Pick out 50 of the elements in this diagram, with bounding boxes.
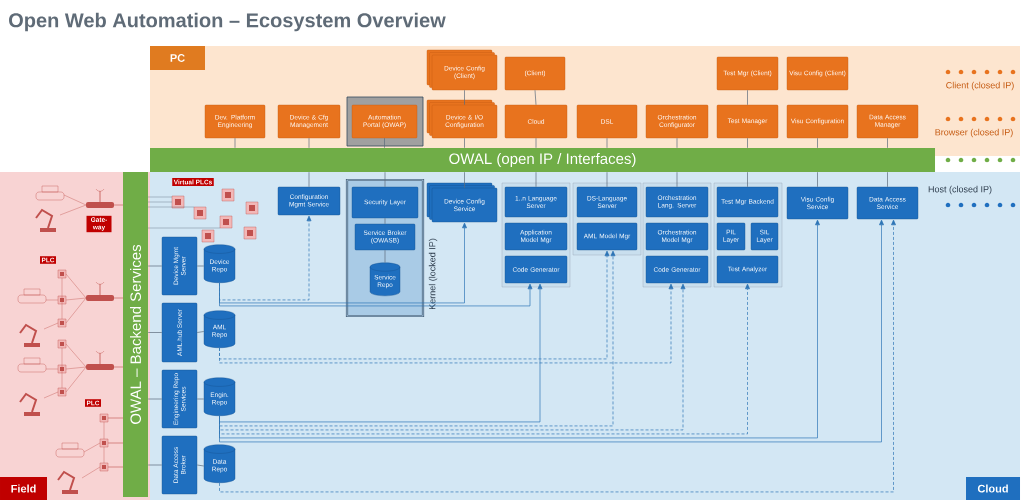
connector bbox=[747, 137, 748, 149]
connector bbox=[219, 222, 467, 304]
connector bbox=[384, 217, 386, 225]
connector bbox=[817, 171, 818, 188]
connector bbox=[676, 137, 678, 149]
connector bbox=[196, 265, 205, 267]
connector bbox=[384, 137, 385, 149]
connector bbox=[676, 171, 678, 188]
connector bbox=[196, 464, 205, 467]
row-label: Browser (closed IP) bbox=[935, 128, 1013, 138]
connector bbox=[147, 398, 163, 400]
connector bbox=[464, 171, 465, 189]
connector bbox=[606, 171, 608, 188]
zone-label: Cloud bbox=[966, 477, 1020, 500]
connector bbox=[817, 137, 818, 149]
connector bbox=[384, 249, 386, 263]
title: Open Web Automation – Ecosystem Overview bbox=[9, 12, 446, 32]
connector bbox=[606, 137, 608, 149]
connector bbox=[219, 250, 610, 360]
connector bbox=[308, 171, 310, 188]
row-label: Host (closed IP) bbox=[928, 185, 992, 195]
connector bbox=[219, 215, 312, 301]
connector bbox=[308, 137, 310, 149]
connector bbox=[887, 137, 888, 149]
connector bbox=[384, 171, 386, 188]
interface-bar: OWAL – Backend Services bbox=[123, 172, 148, 497]
zone-label: Field bbox=[0, 477, 47, 500]
connector bbox=[219, 250, 616, 427]
kernel-label: Kernel (locked IP) bbox=[428, 238, 438, 310]
zone-label: PC bbox=[150, 46, 205, 70]
connector bbox=[535, 171, 537, 188]
connector bbox=[747, 89, 748, 106]
connector bbox=[219, 282, 533, 307]
connector bbox=[464, 137, 465, 149]
connector bbox=[147, 464, 163, 466]
connector bbox=[219, 283, 674, 364]
connector bbox=[196, 331, 205, 333]
connector bbox=[147, 332, 163, 333]
connector bbox=[147, 265, 163, 267]
connector bbox=[196, 398, 205, 400]
connector bbox=[234, 137, 236, 149]
interface-bar: OWAL (open IP / Interfaces) bbox=[150, 148, 935, 172]
connector bbox=[747, 171, 748, 188]
row-label: Client (closed IP) bbox=[946, 81, 1014, 91]
connector bbox=[534, 89, 537, 106]
connector bbox=[219, 219, 896, 493]
connector bbox=[887, 171, 888, 188]
connector bbox=[219, 283, 543, 423]
connector bbox=[535, 137, 537, 149]
connector bbox=[464, 89, 465, 106]
